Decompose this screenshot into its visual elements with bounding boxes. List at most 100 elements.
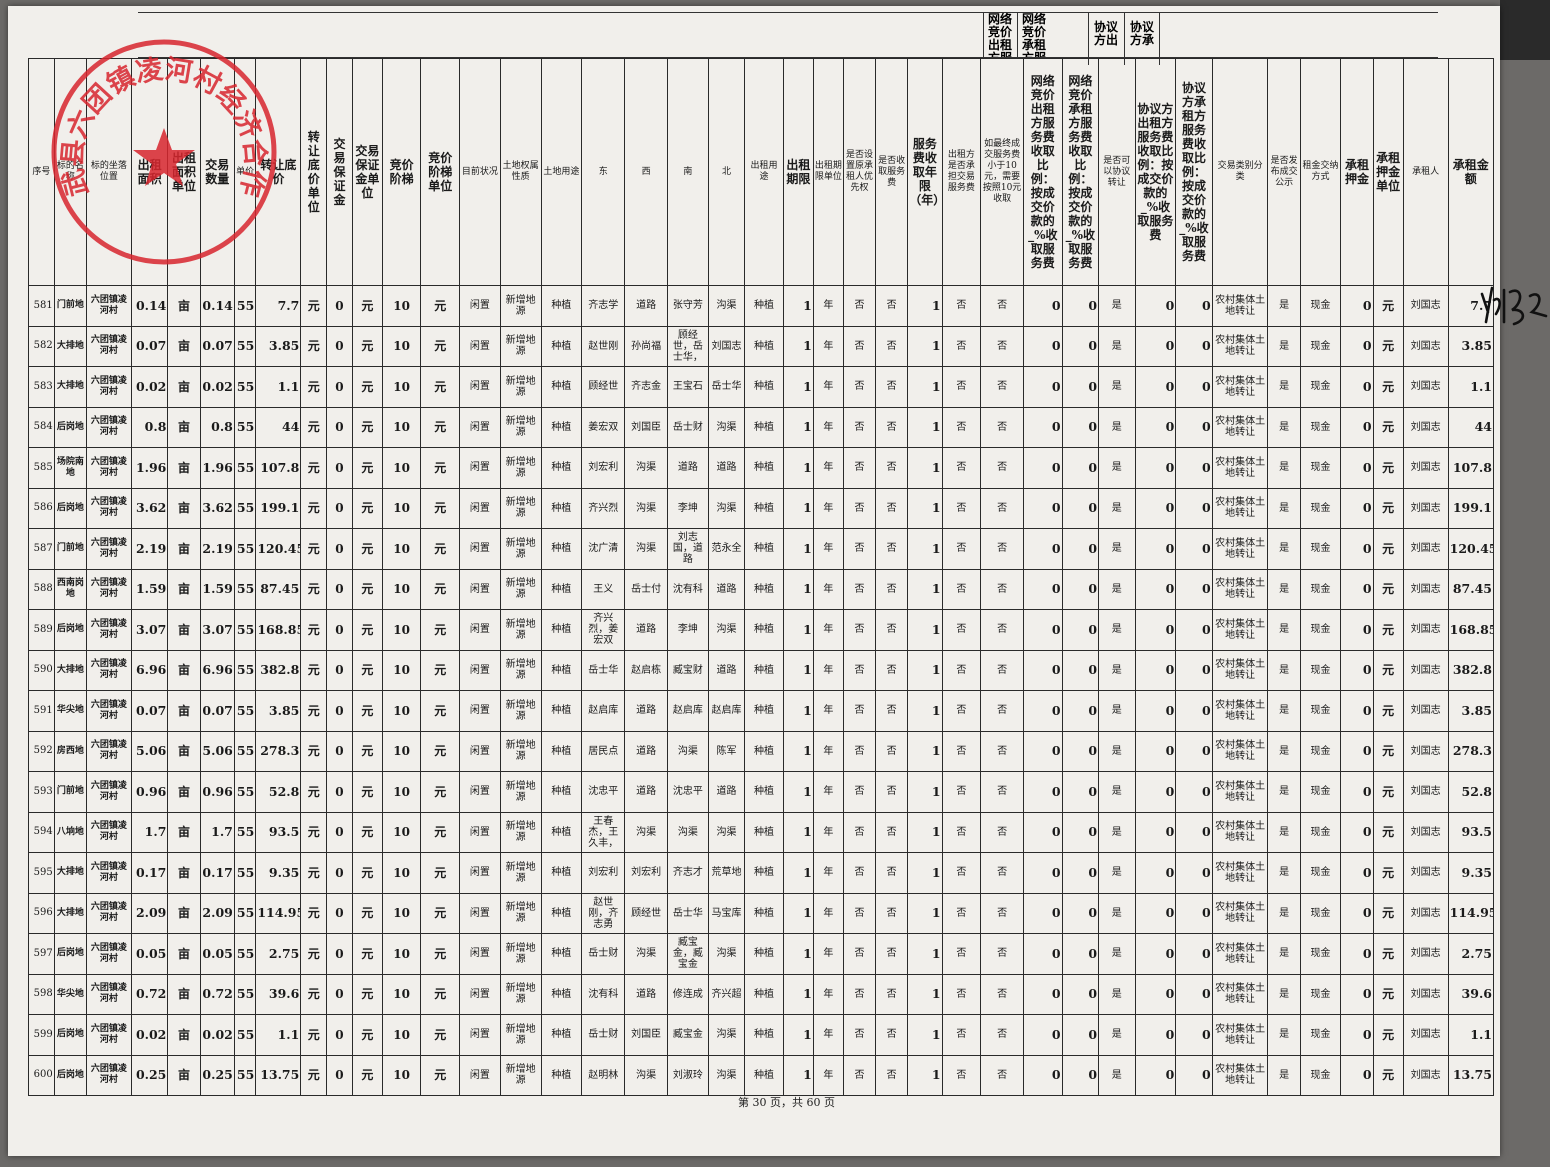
lease-deposit-unit-cell: 元 xyxy=(1372,811,1404,853)
online-lessee-ratio-cell: 0 xyxy=(1061,1014,1100,1056)
fee-cell: 否 xyxy=(875,325,909,367)
page-number: 第 30 页，共 60 页 xyxy=(738,1096,835,1109)
lease-use-cell: 种植 xyxy=(744,1054,784,1096)
fee-years-cell: 1 xyxy=(907,487,943,529)
agreement-lessor-ratio-cell: 0 xyxy=(1134,568,1177,610)
east-boundary-cell: 刘宏利 xyxy=(581,447,626,489)
seq-cell: 596 xyxy=(28,892,55,934)
seq-cell: 590 xyxy=(28,649,55,691)
south-boundary-cell: 沟渠 xyxy=(667,811,709,853)
north-boundary-cell: 沟渠 xyxy=(707,406,746,448)
parcel-name-cell: 大排地 xyxy=(53,366,87,408)
north-boundary-cell: 沟渠 xyxy=(707,1014,746,1056)
term-cell: 1 xyxy=(782,568,814,610)
online-lessee-ratio-cell: 0 xyxy=(1061,528,1100,570)
term-unit-cell: 年 xyxy=(812,325,844,367)
west-boundary-cell: 刘宏利 xyxy=(624,852,669,894)
payment-cell: 现金 xyxy=(1299,1014,1342,1056)
south-boundary-cell: 臧宝金 xyxy=(667,1014,709,1056)
area-unit-cell: 亩 xyxy=(167,1014,201,1056)
lease-use-cell: 种植 xyxy=(744,852,784,894)
col-header: 交易数量 xyxy=(199,58,235,286)
publish-cell: 是 xyxy=(1267,933,1301,975)
publish-cell: 是 xyxy=(1267,568,1301,610)
bid-step-cell: 10 xyxy=(381,892,422,934)
location-cell: 六团镇凌河村 xyxy=(85,811,132,853)
seq-cell: 593 xyxy=(28,771,55,813)
north-boundary-cell: 沟渠 xyxy=(707,1054,746,1096)
fee-cell: 否 xyxy=(875,811,909,853)
term-unit-cell: 年 xyxy=(812,366,844,408)
col-header: 竞价阶梯 xyxy=(381,58,422,286)
bid-step-cell: 10 xyxy=(381,1054,422,1096)
south-boundary-cell: 张守芳 xyxy=(667,285,709,327)
online-lessee-ratio-cell: 0 xyxy=(1061,366,1100,408)
term-unit-cell: 年 xyxy=(812,528,844,570)
term-unit-cell: 年 xyxy=(812,771,844,813)
parcel-name-cell: 大排地 xyxy=(53,852,87,894)
ownership-cell: 新增地源 xyxy=(499,325,542,367)
parcel-name-cell: 华尖地 xyxy=(53,973,87,1015)
base-price-cell: 1.1 xyxy=(255,1014,302,1056)
category-cell: 农村集体土地转让 xyxy=(1211,1054,1269,1096)
north-boundary-cell: 沟渠 xyxy=(707,487,746,529)
publish-cell: 是 xyxy=(1267,852,1301,894)
agreement-lessor-ratio-cell: 0 xyxy=(1134,447,1177,489)
area-cell: 1.59 xyxy=(130,568,169,610)
south-boundary-cell: 岳士华 xyxy=(667,892,709,934)
lease-use-cell: 种植 xyxy=(744,811,784,853)
priority-cell: 否 xyxy=(842,730,877,772)
area-unit-cell: 亩 xyxy=(167,487,201,529)
west-boundary-cell: 沟渠 xyxy=(624,528,669,570)
col-header: 出租面积 xyxy=(130,58,169,286)
bid-step-cell: 10 xyxy=(381,568,422,610)
term-unit-cell: 年 xyxy=(812,811,844,853)
parcel-name-cell: 后岗地 xyxy=(53,1014,87,1056)
fee-cell: 否 xyxy=(875,447,909,489)
online-lessor-ratio-cell: 0 xyxy=(1023,1014,1063,1056)
bid-step-unit-cell: 元 xyxy=(420,447,461,489)
payment-cell: 现金 xyxy=(1299,771,1342,813)
area-unit-cell: 亩 xyxy=(167,649,201,691)
south-boundary-cell: 赵启库 xyxy=(667,690,709,732)
fee-years-cell: 1 xyxy=(907,811,943,853)
ownership-cell: 新增地源 xyxy=(499,1054,542,1096)
col-header: 交易保证金 xyxy=(326,58,353,286)
east-boundary-cell: 沈忠平 xyxy=(581,771,626,813)
area-unit-cell: 亩 xyxy=(167,366,201,408)
ownership-cell: 新增地源 xyxy=(499,771,542,813)
land-use-cell: 种植 xyxy=(540,325,583,367)
agreement-lessor-ratio-cell: 0 xyxy=(1134,406,1177,448)
unit-price-cell: 55 xyxy=(233,892,257,934)
fee-cell: 否 xyxy=(875,1054,909,1096)
lessee-cell: 刘国志 xyxy=(1402,568,1449,610)
lease-deposit-cell: 0 xyxy=(1340,406,1374,448)
lease-deposit-unit-cell: 元 xyxy=(1372,852,1404,894)
fee-cell: 否 xyxy=(875,892,909,934)
payment-cell: 现金 xyxy=(1299,649,1342,691)
quantity-cell: 0.72 xyxy=(199,973,235,1015)
location-cell: 六团镇凌河村 xyxy=(85,771,132,813)
term-cell: 1 xyxy=(782,771,814,813)
ownership-cell: 新增地源 xyxy=(499,609,542,651)
priority-cell: 否 xyxy=(842,406,877,448)
lease-use-cell: 种植 xyxy=(744,690,784,732)
payment-cell: 现金 xyxy=(1299,487,1342,529)
bid-step-cell: 10 xyxy=(381,1014,422,1056)
lease-deposit-cell: 0 xyxy=(1340,528,1374,570)
col-header: 承租押金单位 xyxy=(1372,58,1404,286)
unit-price-cell: 55 xyxy=(233,730,257,772)
min-fee-cell: 否 xyxy=(980,528,1025,570)
amount-cell: 93.5 xyxy=(1447,811,1495,853)
agreement-lessor-ratio-cell: 0 xyxy=(1134,325,1177,367)
online-lessor-ratio-cell: 0 xyxy=(1023,325,1063,367)
ownership-cell: 新增地源 xyxy=(499,892,542,934)
area-cell: 0.96 xyxy=(130,771,169,813)
price-unit-cell: 元 xyxy=(300,406,328,448)
priority-cell: 否 xyxy=(842,973,877,1015)
unit-price-cell: 55 xyxy=(233,609,257,651)
